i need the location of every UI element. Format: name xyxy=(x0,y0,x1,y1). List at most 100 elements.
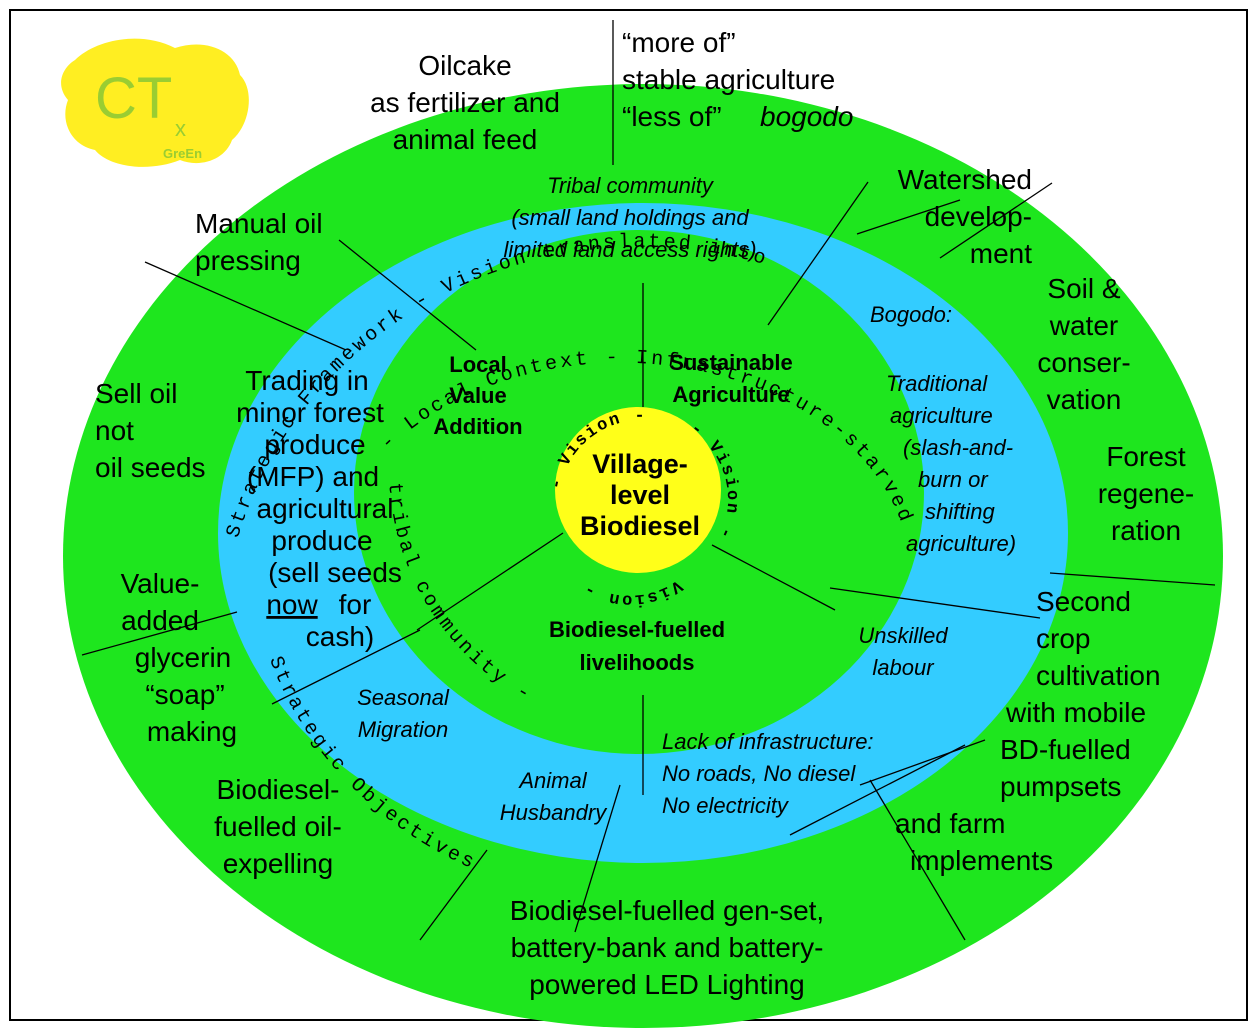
svg-text:Migration: Migration xyxy=(358,717,448,742)
svg-text:Animal: Animal xyxy=(517,768,587,793)
svg-text:and farm: and farm xyxy=(895,808,1006,839)
svg-text:No electricity: No electricity xyxy=(662,793,790,818)
svg-text:Tribal community: Tribal community xyxy=(547,173,715,198)
svg-text:battery-bank and battery-: battery-bank and battery- xyxy=(511,932,824,963)
svg-text:Lack of infrastructure:: Lack of infrastructure: xyxy=(662,729,874,754)
center-circle xyxy=(555,407,721,573)
svg-text:for: for xyxy=(339,589,372,620)
sector-dividers xyxy=(81,20,1216,941)
center-label: Village- level Biodiesel xyxy=(580,449,700,541)
middle-bogodo: Bogodo: Traditional agriculture (slash-a… xyxy=(870,302,1016,556)
logo-letters: CT xyxy=(95,66,172,131)
outer-sell-oil: Sell oil not oil seeds xyxy=(95,378,206,483)
svg-text:regene-: regene- xyxy=(1098,478,1195,509)
center-line-1: Village- xyxy=(592,449,688,479)
svg-text:BD-fuelled: BD-fuelled xyxy=(1000,734,1131,765)
outer-watershed: Watershed develop- ment xyxy=(898,164,1033,269)
svg-text:Watershed: Watershed xyxy=(898,164,1032,195)
svg-text:Local: Local xyxy=(449,352,506,377)
svg-text:Bogodo:: Bogodo: xyxy=(870,302,952,327)
svg-text:produce: produce xyxy=(271,525,372,556)
svg-text:glycerin: glycerin xyxy=(135,642,231,673)
svg-text:agriculture): agriculture) xyxy=(906,531,1016,556)
svg-text:Traditional: Traditional xyxy=(886,371,988,396)
svg-text:agricultural: agricultural xyxy=(257,493,394,524)
svg-text:limited land access rights): limited land access rights) xyxy=(503,237,756,262)
svg-text:Seasonal: Seasonal xyxy=(357,685,450,710)
svg-text:making: making xyxy=(147,716,237,747)
svg-text:“more of”: “more of” xyxy=(622,27,736,58)
svg-text:shifting: shifting xyxy=(925,499,995,524)
svg-text:Husbandry: Husbandry xyxy=(500,800,608,825)
svg-text:Trading in: Trading in xyxy=(245,365,368,396)
svg-text:minor forest: minor forest xyxy=(236,397,384,428)
svg-text:produce: produce xyxy=(264,429,365,460)
outer-oilcake: Oilcake as fertilizer and animal feed xyxy=(370,50,560,155)
svg-text:pressing: pressing xyxy=(195,245,301,276)
svg-text:implements: implements xyxy=(910,845,1053,876)
svg-text:Oilcake: Oilcake xyxy=(418,50,511,81)
svg-text:(sell seeds: (sell seeds xyxy=(268,557,402,588)
svg-text:(small land holdings and: (small land holdings and xyxy=(511,205,749,230)
svg-text:No roads, No diesel: No roads, No diesel xyxy=(662,761,856,786)
svg-text:Addition: Addition xyxy=(433,414,522,439)
svg-text:Agriculture: Agriculture xyxy=(672,382,789,407)
svg-text:livelihoods: livelihoods xyxy=(580,650,695,675)
svg-text:conser-: conser- xyxy=(1037,347,1130,378)
logo-subscript: x xyxy=(175,116,186,141)
svg-text:as fertilizer and: as fertilizer and xyxy=(370,87,560,118)
svg-text:added: added xyxy=(121,605,199,636)
svg-text:agriculture: agriculture xyxy=(890,403,993,428)
svg-text:now: now xyxy=(266,589,318,620)
middle-unskilled: Unskilled labour xyxy=(858,623,948,680)
svg-text:(MFP) and: (MFP) and xyxy=(247,461,379,492)
inner-sector-biodiesel-livelihoods: Biodiesel-fuelled livelihoods xyxy=(549,617,725,675)
outer-oil-expelling: Biodiesel- fuelled oil- expelling xyxy=(214,774,342,879)
middle-infrastructure: Lack of infrastructure: No roads, No die… xyxy=(662,729,874,818)
svg-text:water: water xyxy=(1049,310,1118,341)
svg-text:Biodiesel-: Biodiesel- xyxy=(217,774,340,805)
svg-text:pumpsets: pumpsets xyxy=(1000,771,1121,802)
svg-text:ment: ment xyxy=(970,238,1032,269)
ctx-green-logo: CT x GreEn xyxy=(61,38,249,167)
svg-text:not: not xyxy=(95,415,134,446)
svg-text:oil seeds: oil seeds xyxy=(95,452,206,483)
outer-forest: Forest regene- ration xyxy=(1098,441,1195,546)
svg-text:crop: crop xyxy=(1036,623,1090,654)
svg-text:fuelled oil-: fuelled oil- xyxy=(214,811,342,842)
svg-text:Forest: Forest xyxy=(1106,441,1186,472)
svg-text:powered LED Lighting: powered LED Lighting xyxy=(529,969,805,1000)
middle-animal-husbandry: Animal Husbandry xyxy=(500,768,608,825)
middle-seasonal-migration: Seasonal Migration xyxy=(357,685,450,742)
svg-text:cash): cash) xyxy=(306,621,374,652)
svg-text:expelling: expelling xyxy=(223,848,334,879)
inner-sector-local-value-addition: Local Value Addition xyxy=(433,352,522,439)
svg-text:stable agriculture: stable agriculture xyxy=(622,64,835,95)
outer-more-of: “more of” stable agriculture “less of” b… xyxy=(622,27,853,132)
svg-text:Value-: Value- xyxy=(121,568,200,599)
svg-text:animal feed: animal feed xyxy=(393,124,538,155)
outer-genset: Biodiesel-fuelled gen-set, battery-bank … xyxy=(510,895,824,1000)
svg-text:Biodiesel-fuelled gen-set,: Biodiesel-fuelled gen-set, xyxy=(510,895,824,926)
svg-text:Biodiesel-fuelled: Biodiesel-fuelled xyxy=(549,617,725,642)
center-line-3: Biodiesel xyxy=(580,511,700,541)
svg-text:(slash-and-: (slash-and- xyxy=(903,435,1013,460)
inner-sector-sustainable-agriculture: Sustainable Agriculture xyxy=(669,350,792,407)
outer-manual-oil-pressing: Manual oil pressing xyxy=(195,208,323,276)
svg-text:ration: ration xyxy=(1111,515,1181,546)
middle-tribal-community: Tribal community (small land holdings an… xyxy=(503,173,756,262)
outer-second-crop: Second crop cultivation with mobile BD-f… xyxy=(895,586,1161,876)
svg-text:Sell oil: Sell oil xyxy=(95,378,177,409)
svg-text:burn or: burn or xyxy=(918,467,989,492)
svg-text:“less of”: “less of” xyxy=(622,101,722,132)
svg-text:labour: labour xyxy=(872,655,935,680)
svg-text:“soap”: “soap” xyxy=(145,679,224,710)
svg-text:bogodo: bogodo xyxy=(760,101,853,132)
middle-trading: Trading in minor forest produce (MFP) an… xyxy=(236,365,402,652)
svg-text:Value: Value xyxy=(449,383,506,408)
svg-text:Second: Second xyxy=(1036,586,1131,617)
svg-text:Sustainable: Sustainable xyxy=(669,350,792,375)
outer-soil-water: Soil & water conser- vation xyxy=(1037,273,1130,415)
